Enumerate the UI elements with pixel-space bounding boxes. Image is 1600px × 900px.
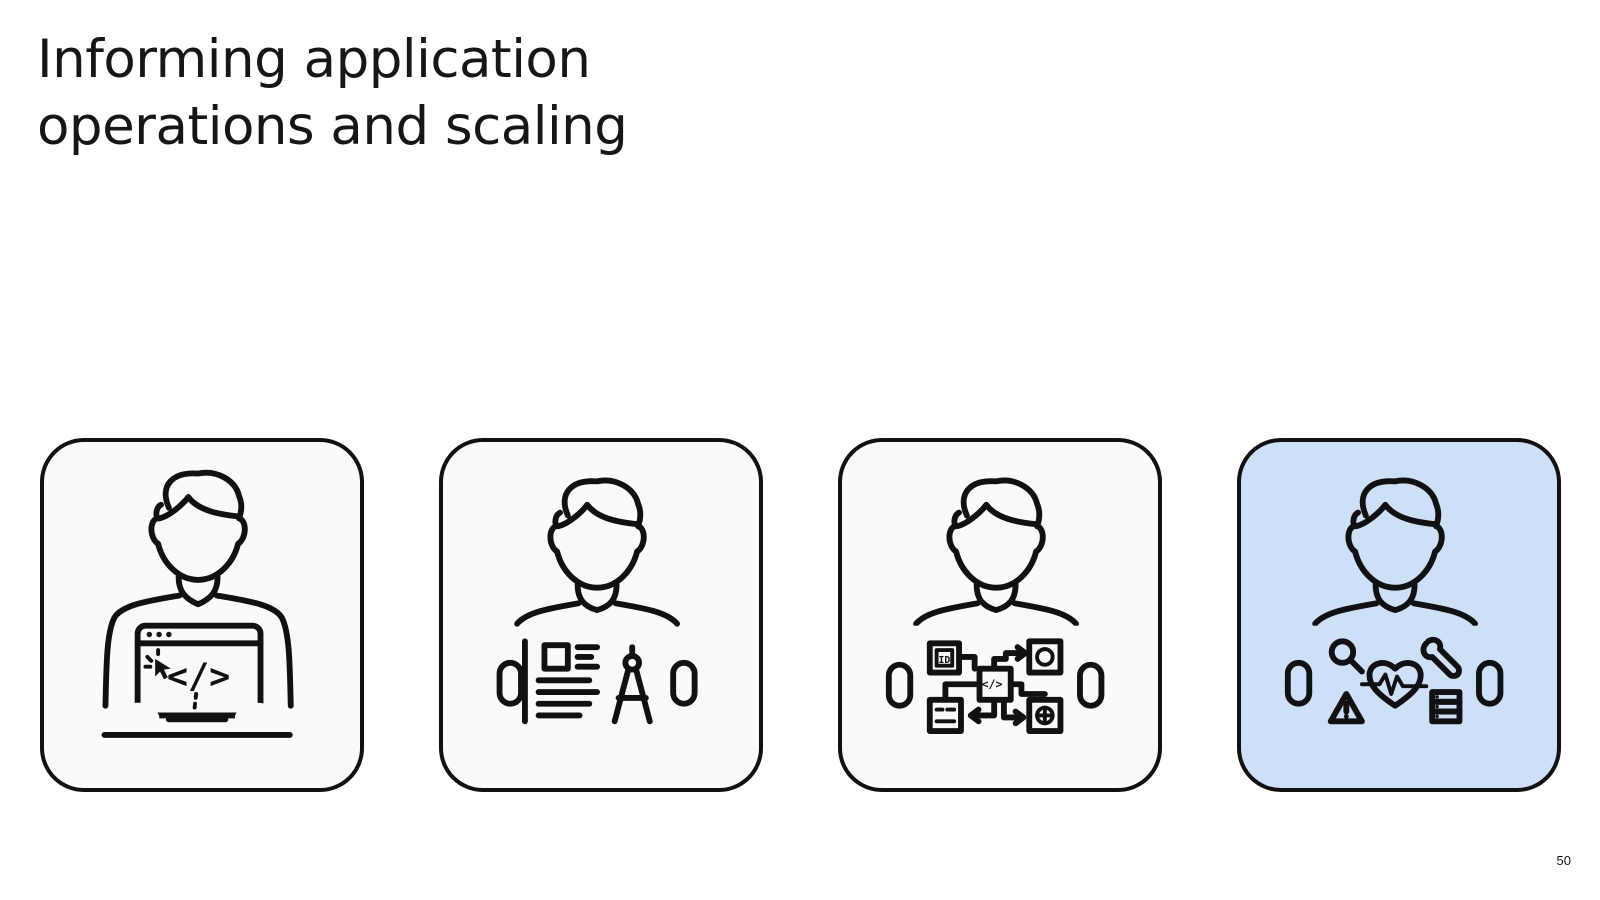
card-designer (439, 438, 763, 792)
designer-blueprint-icon (496, 477, 698, 735)
operations-monitoring-icon (1284, 477, 1504, 739)
card-architect: ID </> (838, 438, 1162, 792)
code-tag-label: </> (167, 656, 230, 697)
architect-diagram-icon: ID </> (885, 477, 1105, 743)
developer-coding-icon: </> (101, 469, 294, 738)
page-number: 50 (1556, 853, 1571, 868)
card-operations (1237, 438, 1561, 792)
slide-title-line-1: Informing application (37, 29, 591, 90)
card-developer: </> (40, 438, 364, 792)
id-label: ID (939, 655, 951, 666)
slide-title: Informing application operations and sca… (37, 26, 628, 160)
center-code-tag-label: </> (981, 677, 1002, 691)
slide-title-line-2: operations and scaling (37, 96, 628, 157)
